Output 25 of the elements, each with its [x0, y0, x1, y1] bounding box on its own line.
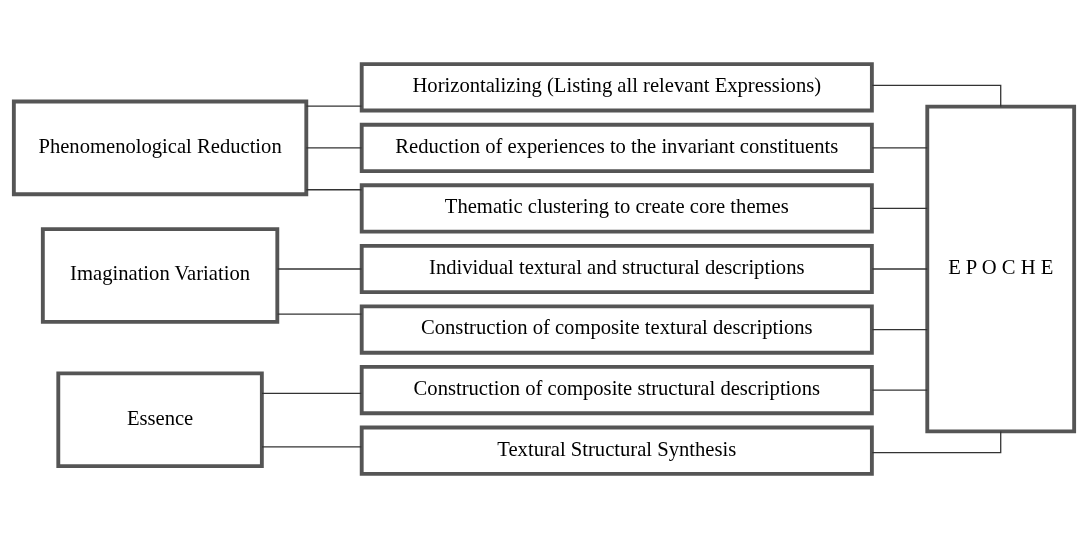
- node-box: Essence: [56, 370, 264, 468]
- connector: [871, 388, 928, 391]
- connector: [305, 188, 363, 190]
- node-box: Thematic clustering to create core themes: [359, 182, 874, 234]
- node-box: Phenomenological Reduction: [11, 99, 309, 196]
- connector: [277, 267, 363, 270]
- connector: [261, 445, 362, 447]
- connector: [871, 84, 1002, 107]
- node-box: Imagination Variation: [40, 226, 280, 324]
- node-box: Reduction of experiences to the invariant constituents: [359, 122, 874, 173]
- connector: [871, 207, 928, 209]
- node-box: Individual textural and structural descriptions: [359, 243, 874, 294]
- connector: [277, 312, 363, 315]
- node-box: Construction of composite structural descriptions: [359, 364, 874, 415]
- connector: [871, 430, 1002, 453]
- node-box: Construction of composite textural descriptions: [359, 303, 874, 355]
- node-box: E P O C H E: [925, 104, 1077, 433]
- connector: [305, 104, 363, 107]
- connector: [261, 392, 362, 394]
- connector: [305, 146, 363, 149]
- connector: [871, 267, 928, 270]
- node-box: Textural Structural Synthesis: [359, 425, 874, 476]
- connector: [871, 328, 928, 330]
- connector: [871, 146, 928, 149]
- node-box: Horizontalizing (Listing all relevant Expressions): [359, 61, 874, 112]
